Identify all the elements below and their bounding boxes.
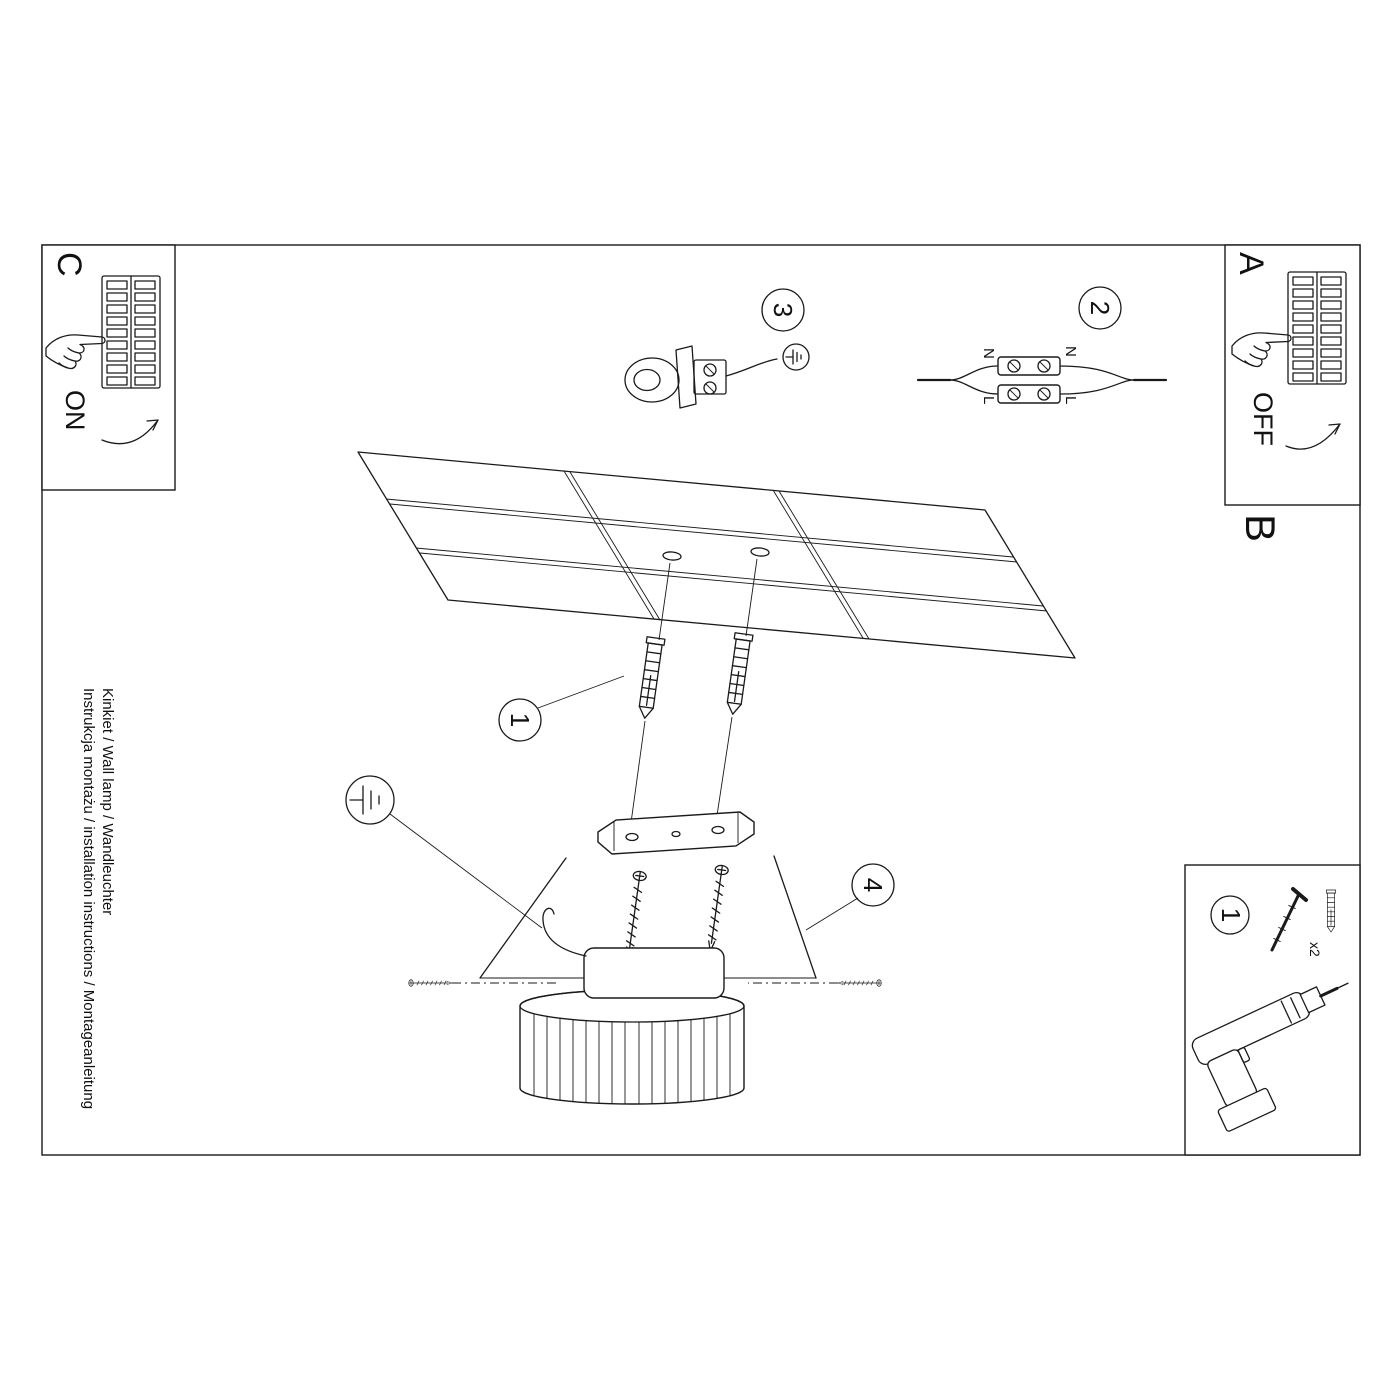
step4-lamp: 4 <box>345 775 895 1105</box>
mounting-bracket <box>597 811 755 855</box>
earth-icon <box>345 775 395 825</box>
svg-text:1: 1 <box>505 713 535 727</box>
svg-text:1: 1 <box>1216 908 1246 922</box>
switch-off-label: OFF <box>1248 392 1278 446</box>
wire-l-label: L <box>1062 396 1079 404</box>
svg-text:4: 4 <box>858 878 888 892</box>
switch-on-label: ON <box>60 390 90 431</box>
step1-badge: 1 <box>498 698 542 742</box>
side-text-product: Kinkiet / Wall lamp / Wandleuchter <box>99 688 116 915</box>
drill-icon <box>1191 982 1349 1132</box>
quantity-label: x2 <box>1307 942 1323 957</box>
terminal-block <box>997 384 1061 404</box>
step3-badge: 3 <box>761 288 805 332</box>
step2-badge: 2 <box>1078 286 1122 330</box>
earth-icon <box>782 343 810 371</box>
drill-hole <box>750 547 770 557</box>
lamp-junction-box <box>583 947 725 999</box>
off-arrow-icon <box>1285 423 1341 450</box>
svg-text:3: 3 <box>768 303 798 317</box>
section-a-box: A OFF <box>1224 244 1361 506</box>
shade-ribs <box>533 1013 731 1104</box>
section-c-label: C <box>50 252 88 277</box>
svg-text:2: 2 <box>1085 301 1115 315</box>
step4-badge: 4 <box>851 863 895 907</box>
lamp-wire <box>542 907 587 957</box>
on-arrow-icon <box>101 419 159 445</box>
section-c-box: C ON <box>41 244 176 491</box>
section-a-label: A <box>1232 252 1270 275</box>
lamp-shade <box>519 989 745 1105</box>
wall-panel <box>357 451 1076 659</box>
tools-badge: 1 <box>1210 895 1250 935</box>
step3-canopy: 3 <box>624 288 810 409</box>
terminal-block <box>997 356 1061 376</box>
screw-icon <box>1270 887 1308 952</box>
side-text-instructions: Instrukcja montażu / installation instru… <box>80 688 97 1109</box>
tools-box: 1 x2 <box>1184 864 1361 1156</box>
section-b-label: B <box>1237 514 1284 542</box>
wire-l-label: L <box>980 396 997 404</box>
step1-plugs: 1 <box>498 558 758 831</box>
wire-n-label: N <box>1062 346 1079 357</box>
drill-hole <box>662 551 682 561</box>
wire-n-label: N <box>980 348 997 359</box>
step2-wiring: 2 N L N L <box>916 286 1168 404</box>
